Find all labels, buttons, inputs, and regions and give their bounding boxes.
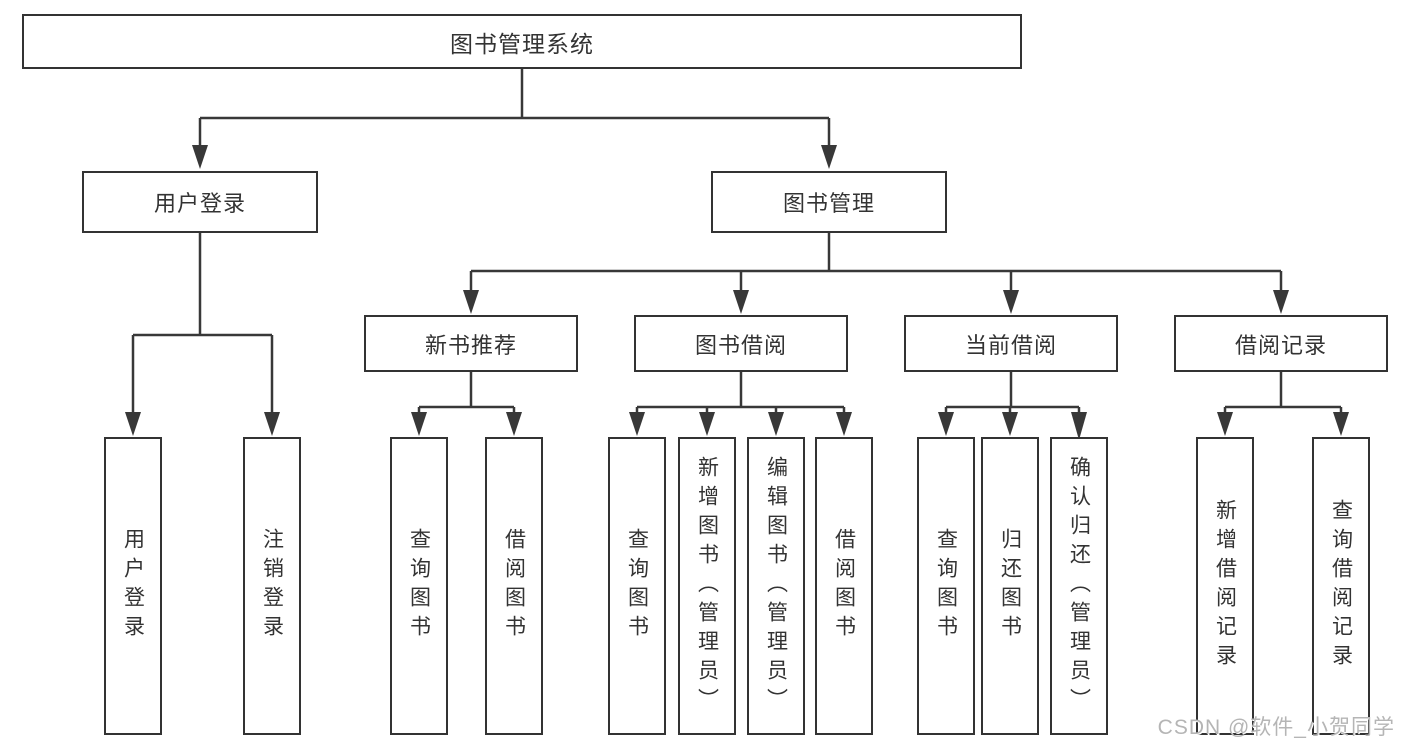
leaf-add-books-admin: 新增图书（管理员）: [678, 437, 736, 735]
node-root-label: 图书管理系统: [450, 30, 594, 57]
node-root: 图书管理系统: [22, 14, 1022, 69]
leaf-query-books-current-label: 查询图书: [934, 528, 958, 644]
node-current-borrow-label: 当前借阅: [964, 332, 1057, 358]
leaf-query-books-borrow-label: 查询图书: [625, 528, 649, 644]
node-new-book-recommend: 新书推荐: [364, 315, 578, 372]
node-user-login-label: 用户登录: [153, 191, 246, 216]
leaf-borrow-books-recommend-label: 借阅图书: [502, 528, 526, 644]
node-new-book-recommend-label: 新书推荐: [424, 332, 517, 358]
leaf-return-books: 归还图书: [981, 437, 1039, 735]
node-borrow-records-label: 借阅记录: [1234, 332, 1327, 358]
node-user-login: 用户登录: [82, 171, 318, 233]
leaf-add-borrow-record: 新增借阅记录: [1196, 437, 1254, 735]
node-book-borrow-label: 图书借阅: [694, 332, 787, 358]
leaf-query-books-borrow: 查询图书: [608, 437, 666, 735]
leaf-query-borrow-record-label: 查询借阅记录: [1329, 499, 1353, 673]
leaf-add-books-admin-label: 新增图书（管理员）: [695, 455, 719, 717]
leaf-logout: 注销登录: [243, 437, 301, 735]
node-borrow-records: 借阅记录: [1174, 315, 1388, 372]
leaf-borrow-books-label: 借阅图书: [832, 528, 856, 644]
leaf-borrow-books-recommend: 借阅图书: [485, 437, 543, 735]
leaf-confirm-return-admin: 确认归还（管理员）: [1050, 437, 1108, 735]
node-book-management-label: 图书管理: [782, 191, 875, 216]
leaf-add-borrow-record-label: 新增借阅记录: [1213, 499, 1237, 673]
leaf-query-books-recommend: 查询图书: [390, 437, 448, 735]
node-book-borrow: 图书借阅: [634, 315, 848, 372]
leaf-edit-books-admin-label: 编辑图书（管理员）: [764, 455, 788, 717]
node-book-management: 图书管理: [711, 171, 947, 233]
leaf-query-books-recommend-label: 查询图书: [407, 528, 431, 644]
leaf-confirm-return-admin-label: 确认归还（管理员）: [1067, 455, 1091, 717]
leaf-borrow-books: 借阅图书: [815, 437, 873, 735]
leaf-user-login: 用户登录: [104, 437, 162, 735]
leaf-logout-label: 注销登录: [260, 528, 284, 644]
watermark: CSDN @软件_小贺同学: [1157, 716, 1395, 739]
leaf-return-books-label: 归还图书: [998, 528, 1022, 644]
node-current-borrow: 当前借阅: [904, 315, 1118, 372]
leaf-edit-books-admin: 编辑图书（管理员）: [747, 437, 805, 735]
leaf-query-books-current: 查询图书: [917, 437, 975, 735]
leaf-user-login-label: 用户登录: [121, 528, 145, 644]
leaf-query-borrow-record: 查询借阅记录: [1312, 437, 1370, 735]
